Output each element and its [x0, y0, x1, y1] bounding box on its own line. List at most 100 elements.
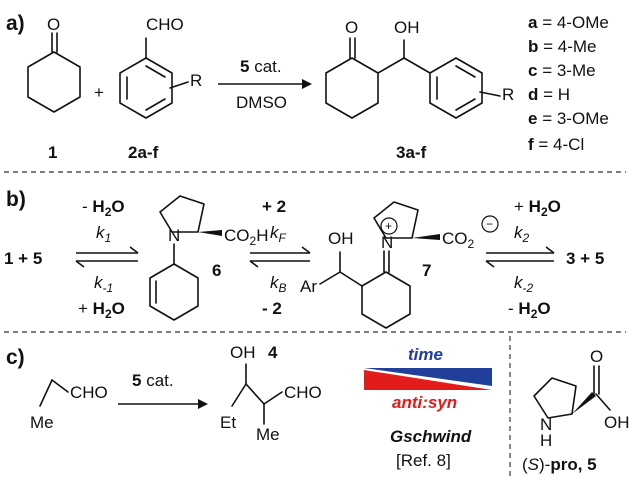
antisyn-label: anti:syn — [392, 393, 457, 412]
eq2-back-head — [249, 260, 259, 268]
side-chain-ar — [319, 271, 341, 285]
eq2-forward-head — [301, 246, 311, 254]
cho-label-a: CHO — [146, 15, 184, 34]
catalyst-a: 5 cat. — [240, 57, 282, 76]
proline-o: O — [590, 347, 603, 366]
plus-h2o-2: + H2O — [514, 197, 561, 219]
pyrrolidine-ring-6 — [159, 195, 205, 233]
stereo-wedge-7 — [412, 234, 440, 240]
reactants-left: 1 + 5 — [4, 249, 42, 268]
benzene-ring-2 — [119, 57, 173, 119]
cyclohexanone-o: O — [47, 15, 60, 34]
pyrrolidine-ring-7 — [373, 201, 419, 239]
compound-1-label: 1 — [48, 143, 57, 162]
r-bond-product — [479, 91, 501, 97]
sub-f: f = 4-Cl — [528, 135, 584, 154]
proline-ring — [533, 377, 577, 419]
kB-label: kB — [270, 273, 287, 295]
compound-4-label: 4 — [268, 343, 278, 362]
cyclohexene-ring — [149, 263, 199, 321]
panel-a-label: a) — [6, 12, 25, 35]
panel-c-label: c) — [6, 346, 25, 369]
product-o: O — [345, 18, 358, 37]
minus-h2o-2: - H2O — [508, 299, 551, 321]
substituent-list: a = 4-OMe b = 4-Me c = 3-Me d = H e = 3-… — [528, 13, 609, 154]
arrow-c-head — [198, 399, 208, 409]
aldol-4-me: Me — [256, 425, 280, 444]
enamine-structure: N CO2H — [149, 195, 268, 321]
co2-label: CO2 — [442, 229, 475, 251]
proline-n: N — [540, 415, 552, 434]
proline-oh: OH — [604, 413, 630, 432]
sub-a: a = 4-OMe — [528, 13, 609, 32]
propanal-bond-2 — [51, 379, 69, 393]
compound-3-label: 3a-f — [396, 143, 427, 162]
plus-charge-circle — [380, 217, 398, 235]
ar-label: Ar — [300, 277, 317, 296]
r-label-product: R — [502, 85, 514, 104]
cyclohexanone-ring — [27, 51, 81, 113]
proline-h: H — [540, 431, 552, 450]
kF-label: kF — [270, 223, 287, 245]
sub-b: b = 4-Me — [528, 37, 597, 56]
panel-c: c) CHO Me 5 cat. OH 4 CHO Et Me — [6, 336, 630, 476]
compound-7-label: 7 — [422, 261, 431, 280]
benzene-db-3 — [145, 65, 166, 78]
compound-6-label: 6 — [212, 261, 221, 280]
co2h-label: CO2H — [224, 226, 268, 248]
time-label: time — [408, 345, 443, 364]
panel-b-label: b) — [6, 188, 26, 211]
product-chain-1 — [377, 57, 405, 74]
reaction-arrow-a: 5 cat. DMSO — [218, 57, 312, 112]
eq3-forward-head — [545, 246, 555, 254]
k2-label: k2 — [514, 223, 530, 245]
minus-2: - 2 — [262, 299, 282, 318]
equilibrium-3: + H2O k2 k-2 - H2O — [485, 197, 561, 321]
propanal-cho: CHO — [70, 383, 108, 402]
time-wedge — [364, 368, 492, 386]
product-ring — [325, 57, 379, 119]
propanal-structure: CHO Me — [30, 379, 108, 432]
plus-h2o-1: + H2O — [78, 299, 125, 321]
reaction-arrow-c: 5 cat. — [118, 371, 208, 409]
panel-b: b) 1 + 5 - H2O k1 k-1 + H2O N CO2H 6 + 2 — [4, 188, 604, 329]
aldol-4-chain — [245, 383, 265, 405]
sub-d: d = H — [528, 85, 570, 104]
product-aryl-ring — [429, 57, 483, 119]
benzaldehyde-structure: CHO R — [119, 15, 202, 119]
ref-label: [Ref. 8] — [396, 451, 451, 470]
km1-label: k-1 — [94, 273, 113, 295]
antisyn-wedge — [364, 370, 492, 390]
equilibrium-1: - H2O k1 k-1 + H2O — [75, 197, 139, 321]
aldol-4-et-bond — [231, 383, 247, 407]
iminium-n: N — [381, 233, 393, 252]
iminium-oh: OH — [328, 229, 354, 248]
plus-charge: + — [385, 219, 392, 233]
sub-e: e = 3-OMe — [528, 109, 609, 128]
cyclohexanone-structure: O — [27, 15, 81, 113]
propanal-bond-1 — [39, 379, 53, 407]
equilibrium-2: + 2 kF kB - 2 — [249, 197, 311, 318]
proline-wedge — [572, 392, 596, 414]
solvent-label: DMSO — [236, 93, 287, 112]
author-label: Gschwind — [390, 427, 472, 446]
propanal-me: Me — [30, 413, 54, 432]
plus-2: + 2 — [262, 197, 286, 216]
proline-oh-bond — [595, 393, 611, 411]
km2-label: k-2 — [514, 273, 533, 295]
iminium-structure: + N CO2 − OH Ar — [300, 201, 499, 329]
benzene-db-2 — [145, 98, 166, 111]
stereo-wedge-6 — [198, 230, 222, 236]
aldol-4-oh: OH — [230, 343, 256, 362]
eq1-forward-head — [129, 246, 139, 254]
enamine-n: N — [168, 226, 180, 245]
aldol-4-structure: OH 4 CHO Et Me — [220, 343, 322, 444]
time-antisyn-graphic: time anti:syn Gschwind [Ref. 8] — [364, 345, 492, 470]
product-oh: OH — [394, 18, 420, 37]
panel-a: a) O 1 + CHO R 2a-f 5 cat. DMSO — [6, 12, 609, 162]
iminium-cyclohexane — [361, 271, 411, 329]
aryl-db-3 — [455, 65, 476, 78]
compound-2-label: 2a-f — [128, 143, 159, 162]
aldol-4-cho: CHO — [284, 383, 322, 402]
arrow-a-head — [302, 79, 312, 89]
